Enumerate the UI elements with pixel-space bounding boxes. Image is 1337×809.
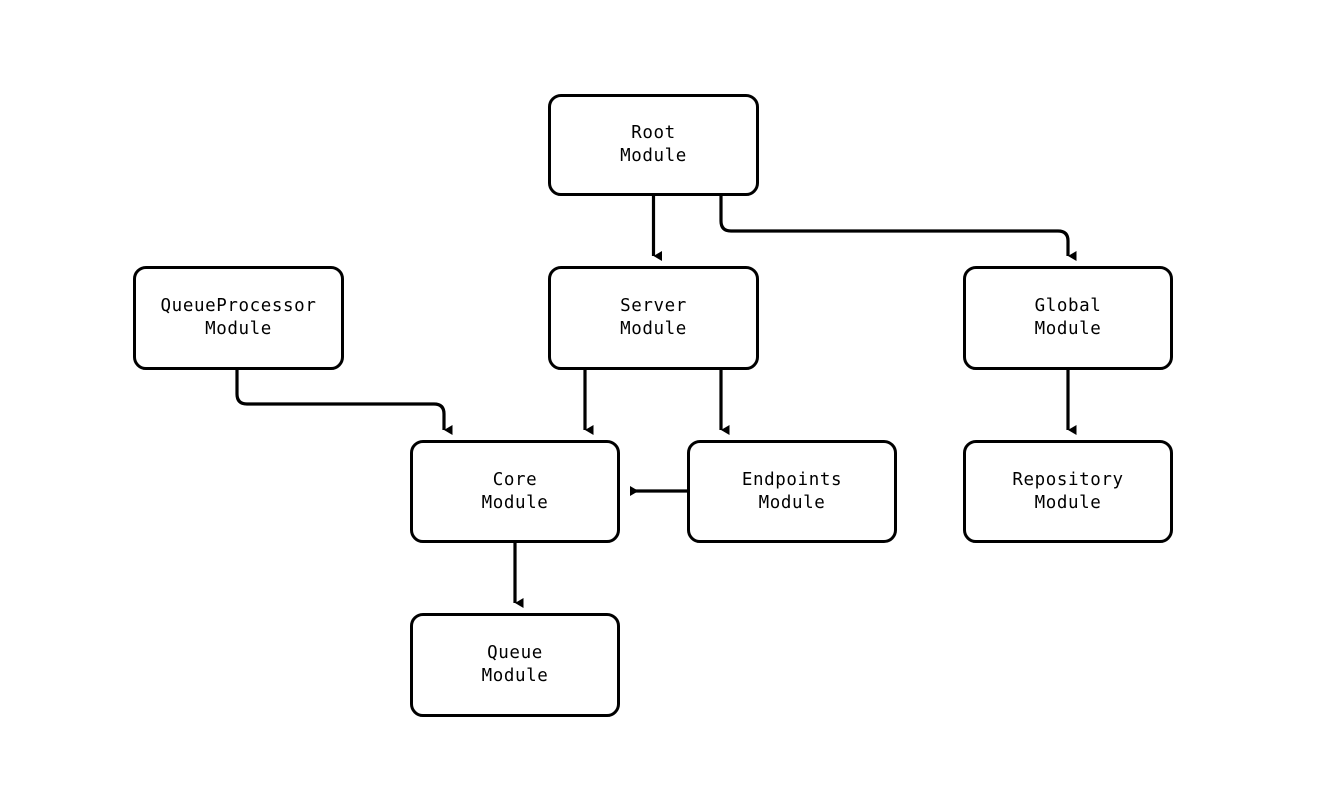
- node-repository-module-line2: Module: [1034, 492, 1102, 513]
- node-repository-module[interactable]: Repository Module: [963, 440, 1173, 543]
- node-queue-module[interactable]: Queue Module: [410, 613, 620, 717]
- node-queueprocessor-module-line1: QueueProcessor: [160, 296, 317, 316]
- node-core-module[interactable]: Core Module: [410, 440, 620, 543]
- node-root-module[interactable]: Root Module: [548, 94, 759, 196]
- node-global-module-line1: Global: [1034, 296, 1102, 316]
- node-queueprocessor-module-line2: Module: [205, 319, 272, 339]
- node-queue-module-line2: Module: [481, 666, 549, 686]
- node-endpoints-module-line2: Module: [758, 492, 826, 513]
- node-root-module-line2: Module: [620, 146, 687, 166]
- node-global-module-line2: Module: [1034, 319, 1102, 339]
- node-core-module-line1: Core: [492, 469, 538, 490]
- node-repository-module-line1: Repository: [1012, 469, 1124, 490]
- node-server-module-line1: Server: [620, 296, 687, 316]
- node-endpoints-module-line1: Endpoints: [741, 469, 843, 490]
- node-root-module-line1: Root: [631, 123, 676, 143]
- node-server-module-line2: Module: [620, 319, 687, 339]
- edge-queueprocessor-to-core: [235, 370, 453, 435]
- node-core-module-line2: Module: [481, 492, 549, 513]
- node-queueprocessor-module[interactable]: QueueProcessor Module: [133, 266, 344, 370]
- edge-root-to-global: [719, 196, 1077, 261]
- node-global-module[interactable]: Global Module: [963, 266, 1173, 370]
- node-endpoints-module[interactable]: Endpoints Module: [687, 440, 897, 543]
- node-server-module[interactable]: Server Module: [548, 266, 759, 370]
- node-queue-module-line1: Queue: [487, 643, 543, 663]
